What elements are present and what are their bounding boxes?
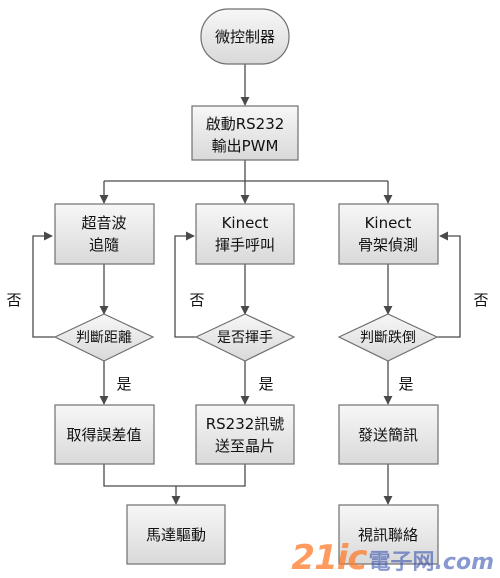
edge-label-no-right: 否 [473, 291, 488, 309]
node-ultrasonic-line2: 追隨 [89, 236, 119, 254]
edge-label-yes-left: 是 [116, 375, 131, 393]
node-start-rs232: 啟動RS232 輸出PWM [191, 105, 299, 161]
node-get-error: 取得誤差值 [54, 404, 155, 465]
node-ultrasonic: 超音波 追隨 [54, 203, 155, 265]
node-start-line2: 輸出PWM [212, 137, 279, 155]
node-start-line1: 啟動RS232 [206, 115, 285, 133]
edge-label-no-left: 否 [6, 291, 21, 309]
node-send-sms-label: 發送簡訊 [358, 426, 418, 444]
node-controller-label: 微控制器 [215, 28, 275, 46]
decision-is-wave: 是否揮手 [194, 313, 296, 362]
edge-label-yes-middle: 是 [258, 375, 273, 393]
decision-judge-fall-label: 判斷跌倒 [360, 330, 416, 346]
edge-loop-right [437, 231, 461, 338]
node-signal-line2: 送至晶片 [215, 437, 275, 455]
node-video-call-label: 視訊聯絡 [358, 526, 418, 544]
decision-judge-fall: 判斷跌倒 [337, 313, 439, 362]
node-kinect-skeleton: Kinect 骨架偵測 [338, 203, 439, 265]
node-motor-drive-label: 馬達驅動 [146, 526, 206, 544]
node-rs232-signal: RS232訊號 送至晶片 [195, 404, 295, 465]
watermark-cn: 電子网 [368, 550, 435, 575]
decision-judge-distance: 判斷距離 [53, 313, 155, 362]
node-skeleton-line2: 骨架偵測 [358, 236, 418, 254]
node-signal-line1: RS232訊號 [206, 415, 285, 433]
edge-merge-bar [103, 464, 246, 487]
node-wave-line1: Kinect [222, 214, 269, 232]
node-motor-drive: 馬達驅動 [126, 504, 226, 565]
decision-is-wave-label: 是否揮手 [217, 330, 273, 346]
edge-label-yes-right: 是 [398, 375, 413, 393]
site-watermark: 21ic電子网.com [291, 541, 494, 575]
edge-loop-left [32, 231, 55, 338]
node-wave-line2: 揮手呼叫 [215, 236, 275, 254]
watermark-logo: 21ic [291, 538, 367, 578]
decision-judge-distance-label: 判斷距離 [76, 329, 132, 346]
node-controller: 微控制器 [200, 8, 290, 65]
node-kinect-wave: Kinect 揮手呼叫 [195, 203, 295, 265]
connectors [32, 64, 461, 505]
node-ultrasonic-line1: 超音波 [81, 214, 126, 232]
node-skeleton-line1: Kinect [365, 214, 412, 232]
node-get-error-label: 取得誤差值 [66, 426, 141, 444]
edge-loop-middle [174, 231, 196, 338]
edge-label-no-middle: 否 [189, 291, 204, 309]
node-video-call: 視訊聯絡 [338, 504, 439, 565]
watermark-domain: .com [434, 550, 494, 575]
node-send-sms: 發送簡訊 [338, 404, 439, 465]
